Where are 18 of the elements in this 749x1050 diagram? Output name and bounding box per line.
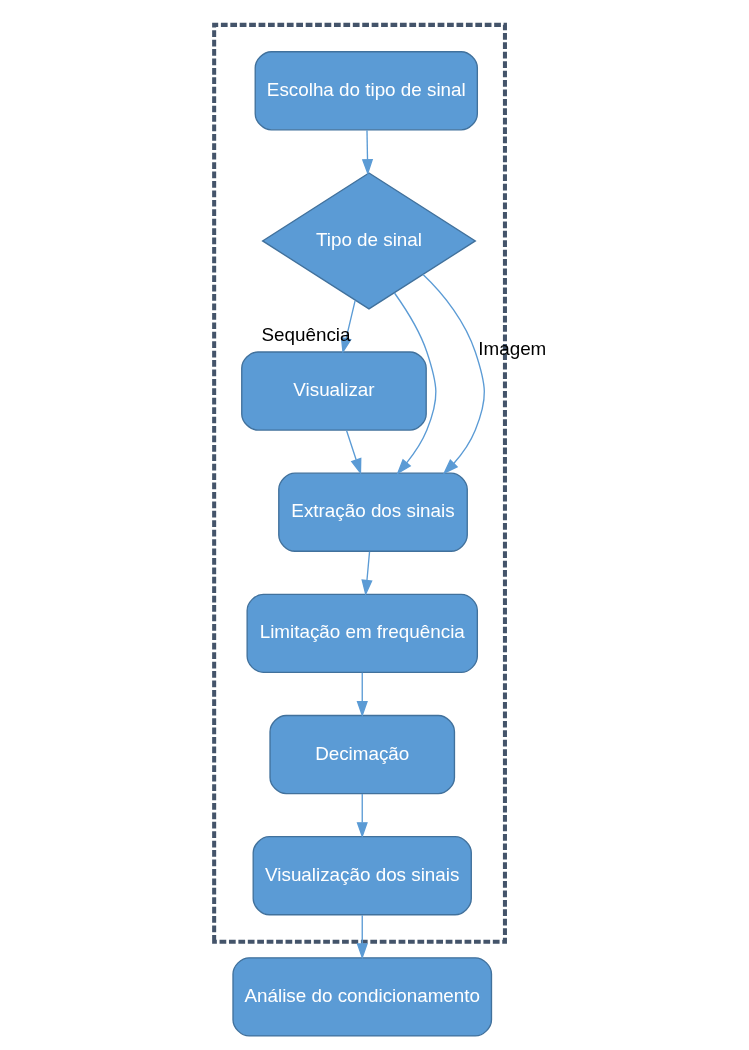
node-box: Limitação em frequência — [245, 593, 478, 674]
arrow — [345, 429, 361, 475]
arrow — [393, 292, 437, 475]
arrow — [421, 273, 485, 475]
edge-label: Imagem — [477, 337, 546, 359]
arrow — [356, 914, 368, 960]
edge-label: Sequência — [260, 324, 350, 346]
node-diamond: Tipo de sinal — [260, 172, 477, 310]
node-box: Escolha do tipo de sinal — [254, 51, 478, 131]
node-box: Extração dos sinais — [277, 472, 468, 552]
arrow — [360, 551, 373, 596]
node-box: Visualização dos sinais — [252, 836, 472, 916]
node-box: Visualizar — [240, 351, 427, 431]
node-box: Análise do condicionamento — [231, 957, 492, 1037]
arrow — [361, 129, 373, 176]
arrow — [356, 793, 368, 839]
arrow — [356, 672, 368, 718]
node-box: Decimação — [268, 714, 455, 795]
